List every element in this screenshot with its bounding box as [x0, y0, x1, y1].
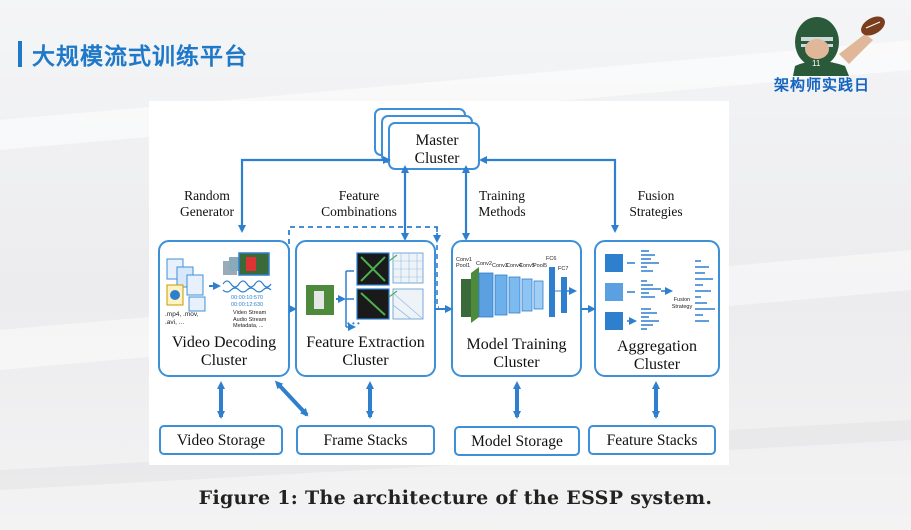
fusion-strategy-text: Fusion Strategy	[671, 297, 693, 310]
master-cluster-box	[374, 108, 480, 170]
slide-title: 大规模流式训练平台	[18, 38, 248, 70]
master-cluster-label: Master Cluster	[414, 132, 460, 167]
stream-list-text: Video Stream Audio Stream Metadata, ...	[233, 310, 267, 330]
model-training-cluster-label: Model Training Cluster	[466, 336, 567, 372]
layer-label-fc7: FC7	[558, 266, 569, 272]
feature-extraction-graphic	[306, 252, 424, 327]
feature-combinations-label: Feature Combinations	[321, 188, 397, 219]
layer-label-pool5: Pool5	[533, 263, 548, 269]
dashed-link-right	[436, 227, 439, 308]
cnn-network-graphic	[461, 267, 577, 323]
title-accent-bar	[18, 41, 22, 67]
aggregation-graphic	[605, 250, 715, 330]
aggregation-cluster-label: Aggregation Cluster	[617, 338, 697, 374]
architecture-diagram	[158, 108, 720, 419]
video-decoding-cluster-label: Video Decoding Cluster	[171, 334, 277, 370]
random-generator-label: Random Generator	[180, 188, 234, 219]
feature-extraction-cluster-label: Feature Extraction Cluster	[306, 334, 425, 370]
model-storage-box: Model Storage	[454, 426, 580, 456]
brand-logo-icon: 11	[793, 16, 885, 76]
storage-arrows	[217, 380, 660, 419]
slide-title-text: 大规模流式训练平台	[32, 44, 248, 70]
video-frame-strip	[222, 252, 272, 293]
master-connectors	[238, 156, 619, 241]
timecode-start: 00:00:10:570	[231, 295, 264, 301]
fusion-strategies-label: Fusion Strategies	[629, 188, 683, 219]
layer-label-fc6: FC6	[546, 256, 557, 262]
timecode-end: 00:00:12:630	[231, 302, 264, 308]
layer-label-conv2: Conv2	[476, 261, 492, 267]
video-file-icons	[166, 258, 206, 312]
svg-text:11: 11	[812, 59, 821, 68]
architecture-figure: Master Cluster Random Generator Feature …	[149, 101, 729, 465]
layer-label-conv5: Conv5	[519, 263, 535, 269]
layer-label-pool1: Pool1	[456, 263, 471, 269]
brand-logo-text: 架构师实践日	[774, 76, 871, 94]
video-storage-box: Video Storage	[159, 425, 283, 455]
ellipsis-text: • • •	[347, 319, 360, 328]
training-methods-label: Training Methods	[478, 188, 526, 219]
feature-stacks-box: Feature Stacks	[588, 425, 716, 455]
layer-label-conv4: Conv4	[506, 263, 522, 269]
layer-label-conv1: Conv1	[456, 257, 472, 263]
figure-caption: Figure 1: The architecture of the ESSP s…	[198, 487, 713, 509]
frame-stacks-box: Frame Stacks	[296, 425, 435, 455]
video-formats-text: .mp4, .mov, .avi, ...	[165, 311, 199, 326]
layer-label-conv3: Conv3	[492, 263, 508, 269]
